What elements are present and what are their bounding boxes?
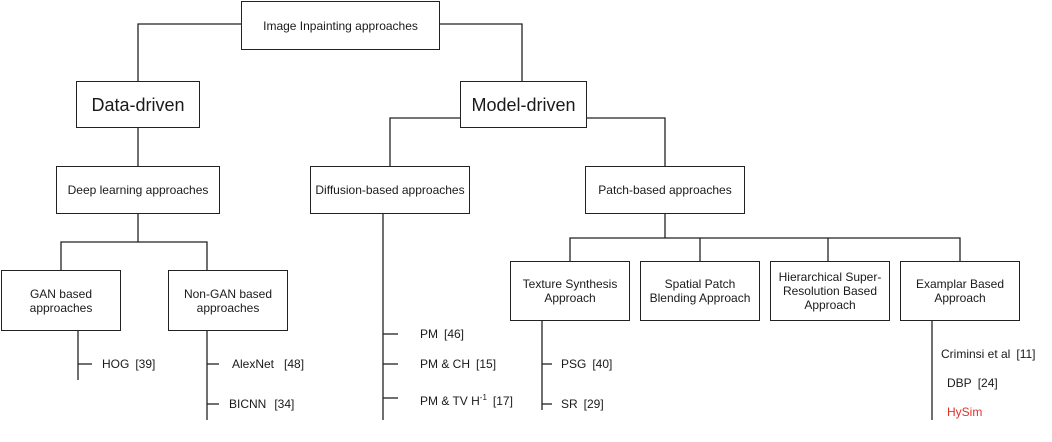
leaf-name: DBP (947, 376, 972, 390)
leaf-ref: [34] (274, 397, 295, 411)
leaf-ref: [15] (476, 357, 497, 371)
root-node: Image Inpainting approaches (241, 1, 440, 50)
examplar-node: Examplar Based Approach (900, 261, 1020, 321)
patch-node: Patch-based approaches (585, 166, 745, 214)
leaf-ref: [24] (977, 376, 998, 390)
texture-label: Texture Synthesis Approach (522, 277, 618, 305)
leaf-ref: [17] (492, 394, 513, 408)
examplar-label: Examplar Based Approach (915, 277, 1005, 305)
leaf-pm-tv: PM & TV H-1 [17] (420, 391, 513, 408)
leaf-psg: PSG [40] (561, 357, 612, 371)
deep-learning-label: Deep learning approaches (67, 183, 209, 197)
leaf-hog: HOG [39] (102, 357, 155, 371)
spatial-label: Spatial Patch Blending Approach (649, 277, 751, 305)
deep-learning-node: Deep learning approaches (56, 166, 220, 214)
non-gan-node: Non-GAN based approaches (168, 270, 288, 331)
data-driven-node: Data-driven (76, 81, 200, 128)
leaf-ref: [40] (592, 357, 613, 371)
root-label: Image Inpainting approaches (263, 18, 418, 33)
leaf-superscript: -1 (479, 393, 487, 402)
diffusion-label: Diffusion-based approaches (315, 183, 465, 197)
leaf-pm-ch: PM & CH [15] (420, 357, 496, 371)
leaf-name: PSG (561, 357, 587, 371)
leaf-pm: PM [46] (420, 327, 464, 341)
non-gan-label: Non-GAN based approaches (183, 286, 273, 315)
leaf-name: Criminsi et al (941, 347, 1011, 361)
data-driven-label: Data-driven (91, 94, 185, 115)
model-driven-label: Model-driven (471, 94, 576, 115)
leaf-ref: [29] (583, 397, 604, 411)
leaf-name: AlexNet (232, 357, 275, 371)
leaf-name: HOG (102, 357, 130, 371)
leaf-ref: [39] (135, 357, 156, 371)
leaf-criminsi: Criminsi et al [11] (941, 347, 1035, 361)
leaf-name: PM (420, 327, 438, 341)
leaf-name: BICNN (229, 397, 267, 411)
patch-label: Patch-based approaches (598, 183, 732, 197)
leaf-hysim: HySim (947, 405, 982, 419)
leaf-dbp: DBP [24] (947, 376, 998, 390)
leaf-ref: [46] (444, 327, 465, 341)
leaf-alexnet: AlexNet [48] (232, 357, 304, 371)
leaf-ref: [11] (1016, 347, 1036, 361)
texture-node: Texture Synthesis Approach (510, 261, 630, 321)
leaf-ref: [48] (284, 357, 305, 371)
hierarchical-node: Hierarchical Super-Resolution Based Appr… (770, 261, 890, 321)
leaf-name: SR (561, 397, 578, 411)
gan-label: GAN based approaches (29, 286, 93, 315)
leaf-name: HySim (947, 405, 983, 419)
model-driven-node: Model-driven (460, 81, 587, 128)
gan-node: GAN based approaches (1, 270, 121, 331)
diffusion-node: Diffusion-based approaches (310, 166, 470, 214)
spatial-node: Spatial Patch Blending Approach (640, 261, 760, 321)
hierarchical-label: Hierarchical Super-Resolution Based Appr… (778, 270, 882, 312)
leaf-sr: SR [29] (561, 397, 604, 411)
leaf-name: PM & TV H (420, 394, 480, 408)
leaf-bicnn: BICNN [34] (229, 397, 294, 411)
leaf-name: PM & CH (420, 357, 471, 371)
